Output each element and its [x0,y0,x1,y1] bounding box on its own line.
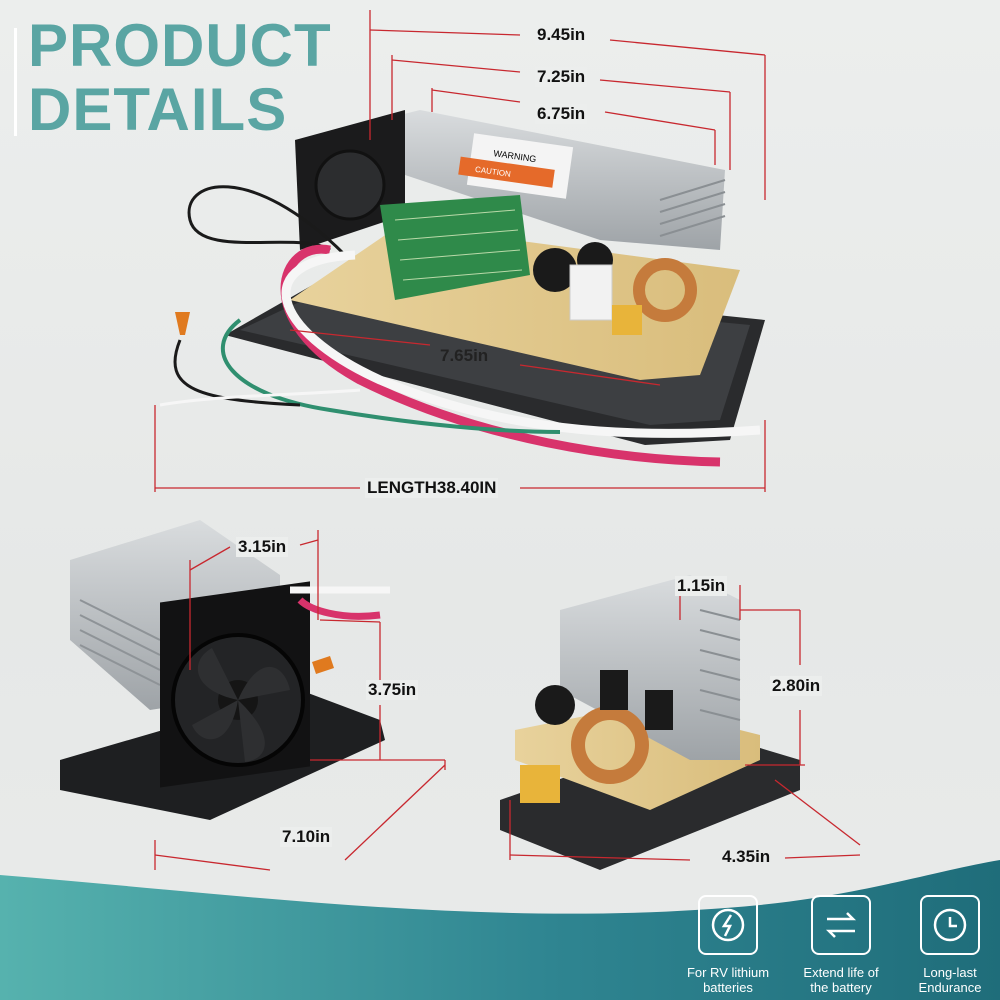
dimension-width-b: 6.75in [535,104,588,124]
feature-label-line: the battery [810,980,872,995]
feature-lithium: For RV lithium batteries [680,895,776,995]
page-title-line-1: PRODUCT [28,12,332,79]
dimension-lines-heatsink [509,585,861,861]
feature-endurance: Long-last Endurance [902,895,998,995]
dimension-lines-top [154,10,766,492]
yellow-capacitor [520,765,560,803]
feature-lithium-label: For RV lithium batteries [680,965,776,995]
feature-endurance-label: Long-last Endurance [902,965,998,995]
feature-label-line: Extend life of [803,965,879,980]
caution-sticker [458,156,555,188]
page-title: PRODUCT DETAILS [28,14,332,142]
white-wire-lead [159,388,361,407]
dimension-board-length: 4.35in [722,847,771,866]
control-board [380,195,530,300]
feature-battery-life-label: Extend life of the battery [793,965,889,995]
transistor [645,690,673,730]
red-wire [280,244,721,467]
green-wire [220,318,561,434]
dimension-fan-side-width: 3.15in [236,537,289,557]
dimension-length: LENGTH38.40IN [365,478,499,498]
feature-label-line: batteries [703,980,753,995]
capacitor-icon [535,685,575,725]
side-fins [79,599,161,686]
dimension-fan-side-length: 7.10in [280,827,333,847]
feature-label-line: Long-last [923,965,977,980]
dimension-lines-fan [154,530,446,871]
feature-label-line: For RV lithium [686,965,770,980]
red-wire [297,597,381,620]
dimension-overall-width: 9.45in [535,25,588,45]
side-heatsink-fins [699,609,741,721]
footer-wave [0,860,1000,1000]
dimension-heatsink-height: 2.80in [770,676,823,696]
fan-side-view [60,520,390,820]
wire-nut-icon [312,656,334,674]
endurance-clock-icon [920,895,980,955]
dimension-fan-side-height: 3.75in [366,680,419,700]
dimension-width-a: 7.25in [535,67,588,87]
page-title-line-2: DETAILS [28,76,288,143]
dimension-depth: 7.65in [440,346,489,365]
capacitor-icon [533,248,577,292]
white-wire [281,250,761,438]
lithium-battery-icon [698,895,758,955]
black-wire [187,185,347,257]
toroid-coil-icon [571,706,649,784]
battery-life-arrows-icon [811,895,871,955]
fan-blades [192,648,290,762]
feature-label-line: Endurance [918,980,982,995]
heatsink-side-view [500,575,800,870]
top-converter: WARNING CAUTION [159,110,765,467]
feature-battery-life: Extend life of the battery [793,895,889,995]
dimension-heatsink-width: 1.15in [675,576,728,596]
transistor [600,670,628,710]
toroid-coil-icon [633,258,697,322]
heatsink-fins [659,179,726,237]
control-board-traces [394,209,523,281]
fan-icon [314,149,386,221]
yellow-capacitor [612,305,642,335]
accent-bar [14,28,17,136]
black-wire-lead [173,339,301,407]
wire-nut-icon [175,312,190,335]
relay-block [569,264,613,321]
